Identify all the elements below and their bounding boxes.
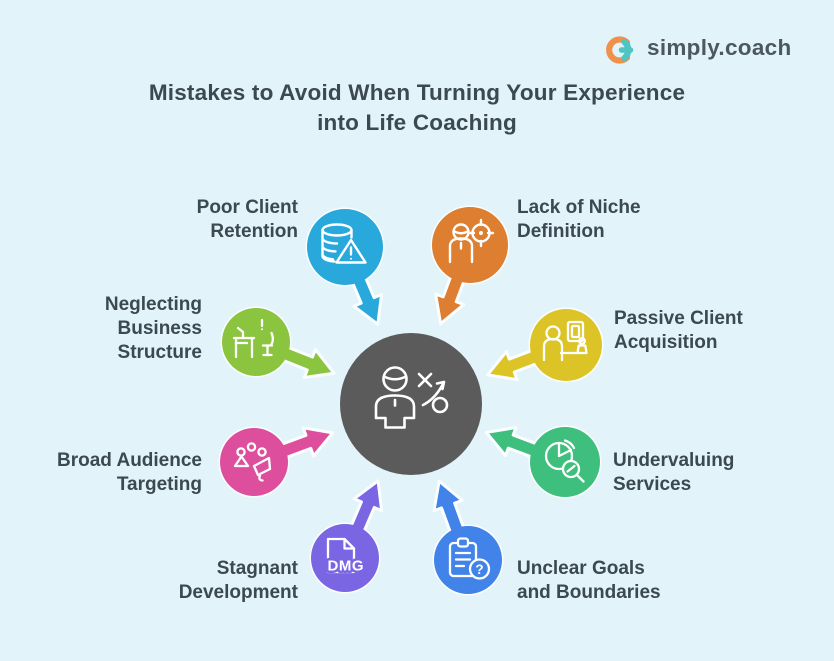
pie-chart-magnifier-icon bbox=[544, 439, 585, 483]
logo-text: simply.coach bbox=[647, 35, 792, 60]
dmg-label: DMG bbox=[328, 558, 365, 575]
mistake-node-lack-of-niche-definition bbox=[430, 205, 510, 326]
desk-chair-alert-icon bbox=[232, 318, 275, 359]
simply-coach-logo-icon bbox=[606, 36, 634, 64]
mistake-node-passive-client-acquisition bbox=[485, 307, 604, 383]
mistake-node-neglecting-business-structure bbox=[220, 306, 336, 379]
mistake-node-stagnant-development: DMG bbox=[309, 479, 384, 594]
label-undervaluing-services: Undervaluing Services bbox=[613, 450, 735, 495]
document-dmg-icon: DMG bbox=[325, 537, 366, 577]
mistake-node-broad-audience-targeting bbox=[218, 426, 335, 498]
center-node bbox=[340, 333, 482, 475]
mistake-node-undervaluing-services bbox=[484, 425, 602, 499]
label-lack-of-niche-definition: Lack of Niche Definition bbox=[517, 197, 641, 242]
page-title: Mistakes to Avoid When Turning Your Expe… bbox=[148, 80, 686, 135]
center-circle bbox=[340, 333, 482, 475]
label-neglecting-business-structure: Neglecting Business Structure bbox=[104, 294, 202, 363]
mistake-node-unclear-goals-boundaries: ? bbox=[432, 479, 504, 596]
label-stagnant-development: Stagnant Development bbox=[178, 558, 298, 603]
node-circle bbox=[307, 209, 383, 285]
person-target-icon bbox=[448, 218, 495, 264]
audience-megaphone-icon bbox=[233, 442, 272, 482]
label-broad-audience-targeting: Broad Audience Targeting bbox=[57, 450, 202, 495]
node-circle bbox=[530, 427, 600, 497]
person-strategy-icon bbox=[374, 366, 449, 429]
node-circle bbox=[220, 428, 288, 496]
node-circle bbox=[432, 207, 508, 283]
person-award-icon bbox=[542, 320, 588, 362]
mistake-node-poor-client-retention bbox=[305, 207, 385, 326]
question-mark-label: ? bbox=[475, 562, 483, 577]
label-passive-client-acquisition: Passive Client Acquisition bbox=[614, 308, 743, 353]
node-circle bbox=[530, 309, 602, 381]
label-unclear-goals-boundaries: Unclear Goals and Boundaries bbox=[517, 558, 661, 603]
clipboard-question-icon: ? bbox=[448, 537, 491, 580]
node-circle bbox=[222, 308, 290, 376]
database-warning-icon bbox=[321, 223, 367, 264]
label-poor-client-retention: Poor Client Retention bbox=[196, 197, 298, 242]
